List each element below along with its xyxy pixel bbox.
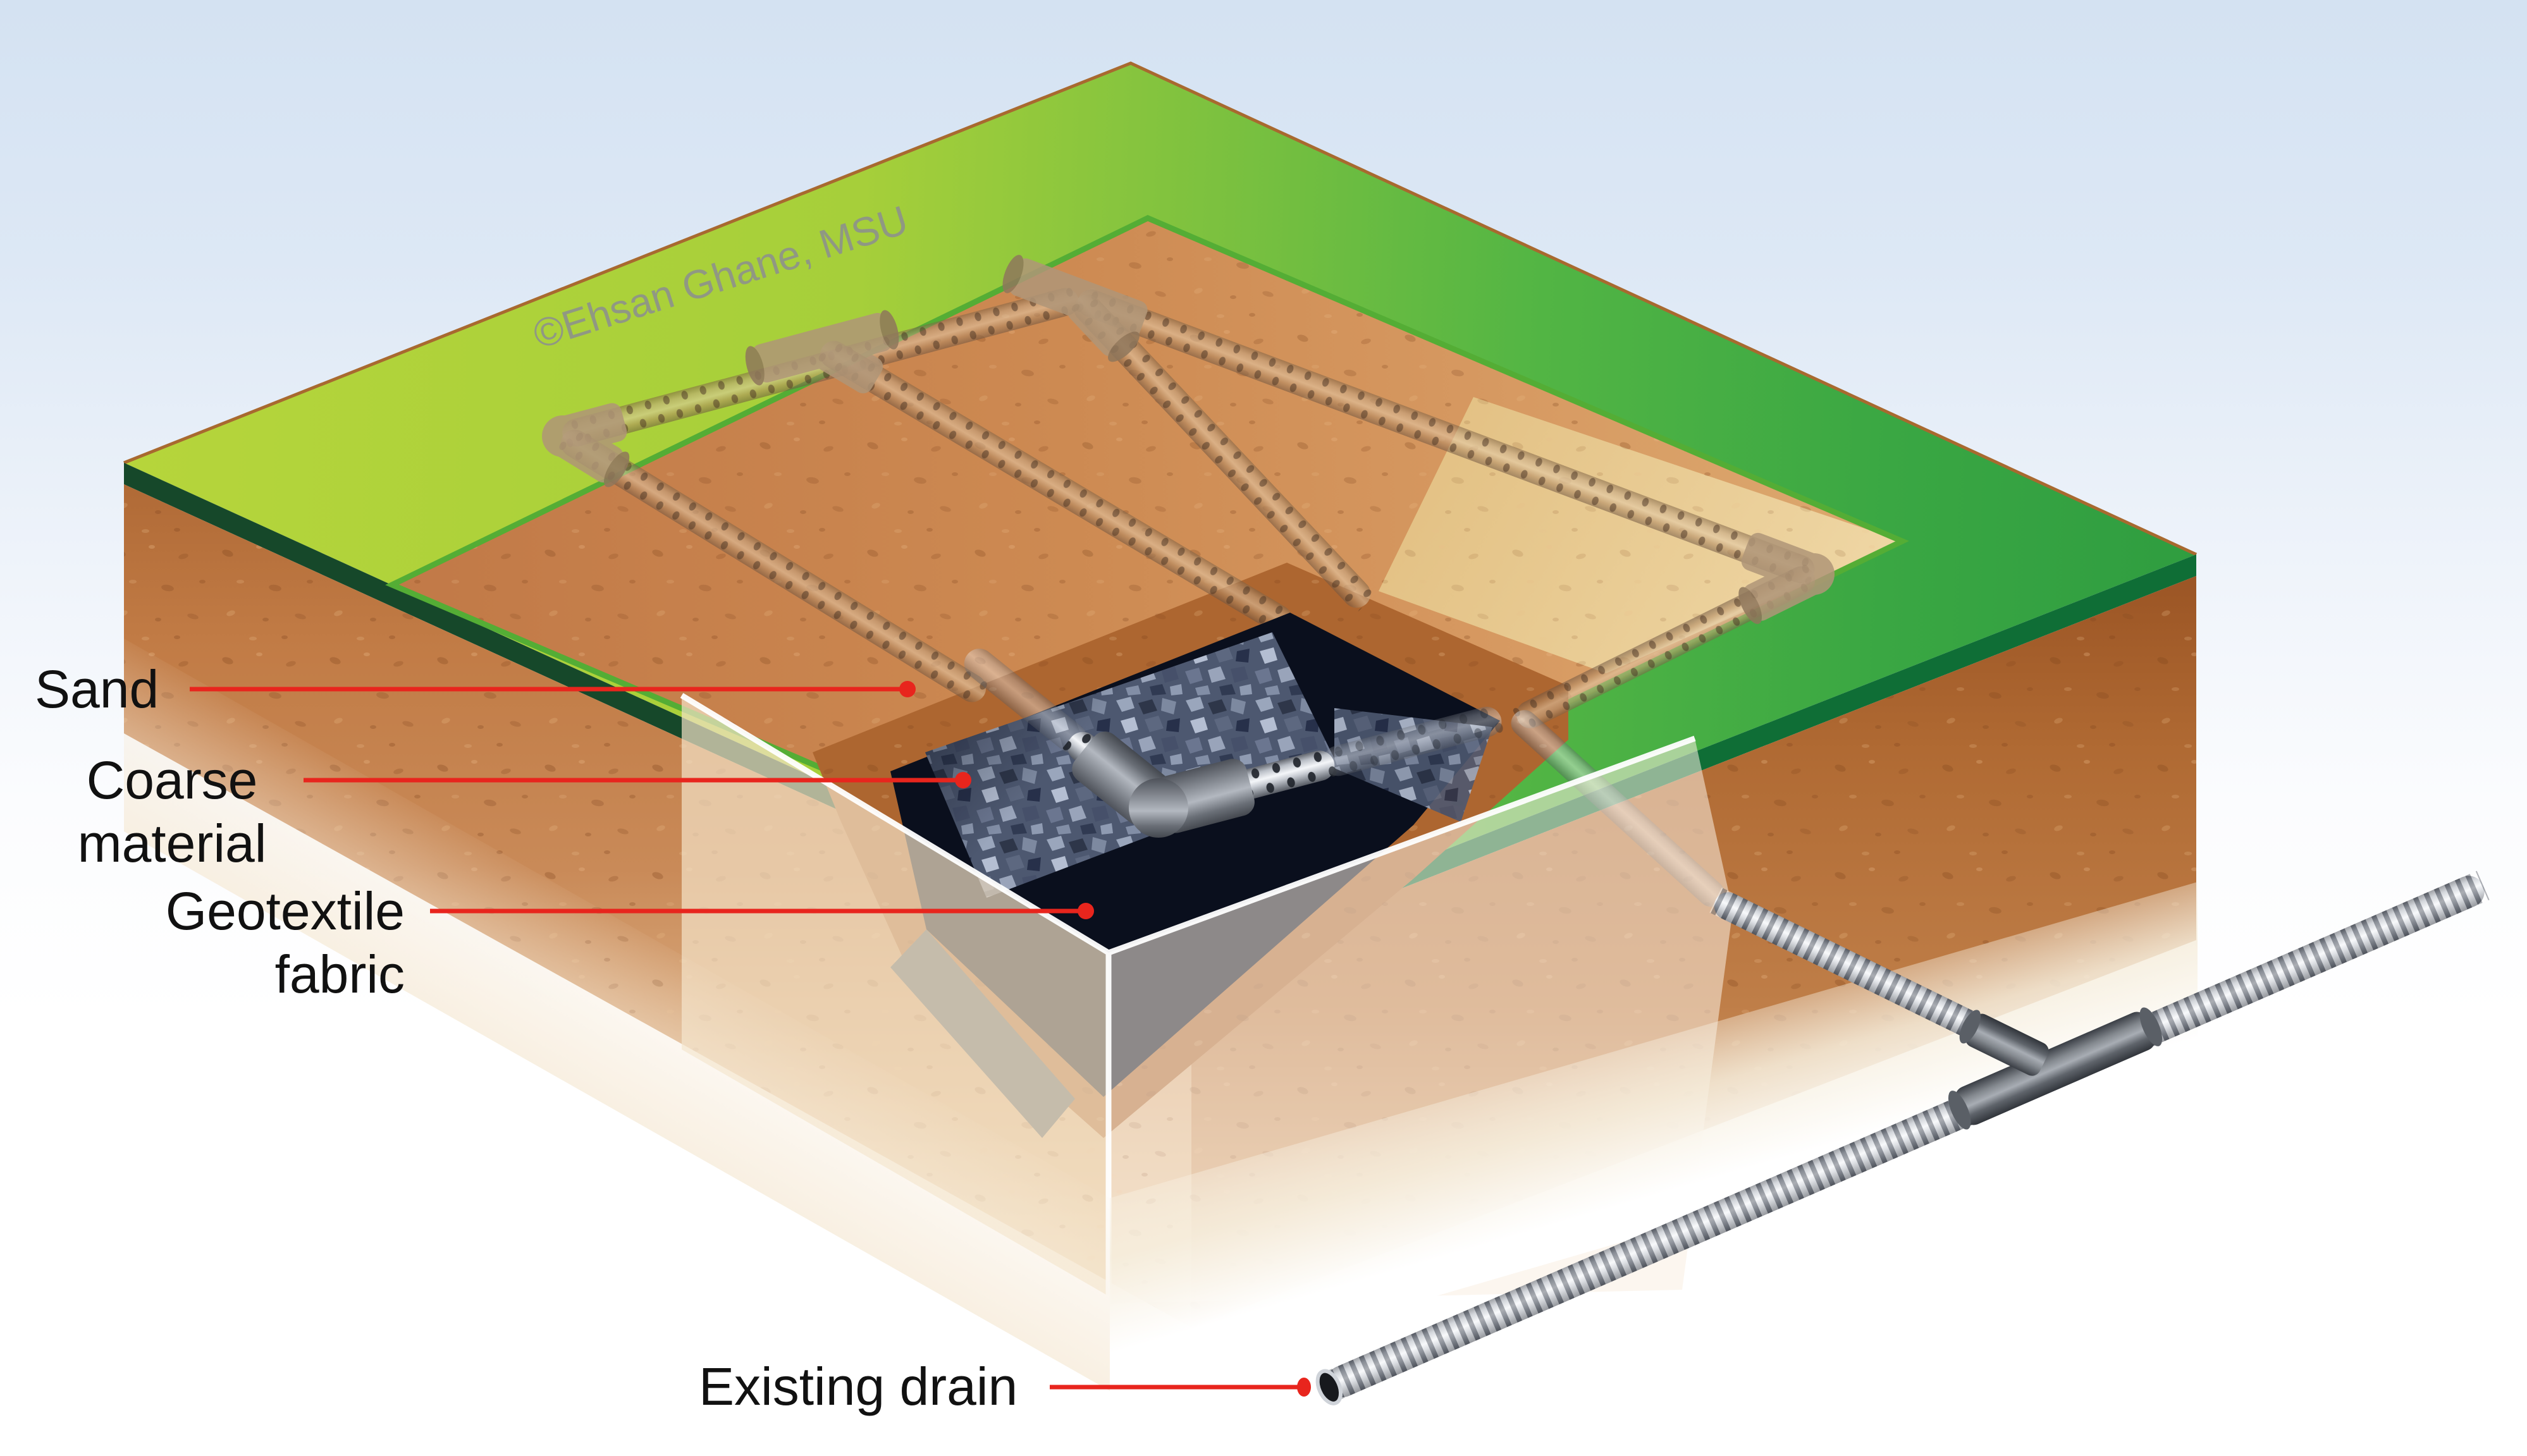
loop-lateral-b xyxy=(815,336,1298,639)
label-geotextile-line1: Geotextile xyxy=(166,881,405,941)
leader-dot-coarse xyxy=(955,772,971,788)
label-coarse-line1: Coarse xyxy=(87,750,258,810)
loop-lateral-a xyxy=(555,424,992,707)
leader-dots xyxy=(899,681,1311,1397)
loop-header-back-right xyxy=(1073,285,1819,587)
block-base-fade-left xyxy=(124,639,1110,1391)
leader-dot-geotextile xyxy=(1078,903,1094,919)
leader-dot-existing-drain xyxy=(1297,1378,1311,1397)
existing-drain-system xyxy=(1315,871,2490,1405)
leader-dot-sand xyxy=(899,681,916,697)
outlet-branch-pipe xyxy=(1709,887,2033,1065)
label-geotextile-line2: fabric xyxy=(275,945,405,1004)
label-sand: Sand xyxy=(35,659,159,719)
loop-tee-fitting-top xyxy=(1002,255,1148,362)
loop-elbow-fitting-right xyxy=(1738,532,1835,624)
buried-pipe-loop xyxy=(542,255,1835,733)
pit-pipes xyxy=(964,649,1725,907)
existing-drain-pipe xyxy=(1322,871,2490,1402)
loop-lateral-c xyxy=(1067,288,1377,614)
label-existing-drain: Existing drain xyxy=(699,1357,1018,1416)
label-coarse-line2: material xyxy=(78,814,267,873)
tee-fitting xyxy=(1948,1007,2163,1130)
leader-lines xyxy=(190,687,1304,1390)
loop-tee-fitting xyxy=(745,310,899,394)
loop-elbow-fitting-left xyxy=(542,403,630,487)
perforated-pipe-elbow xyxy=(1072,731,1255,838)
drain-open-end xyxy=(1315,1369,1343,1405)
